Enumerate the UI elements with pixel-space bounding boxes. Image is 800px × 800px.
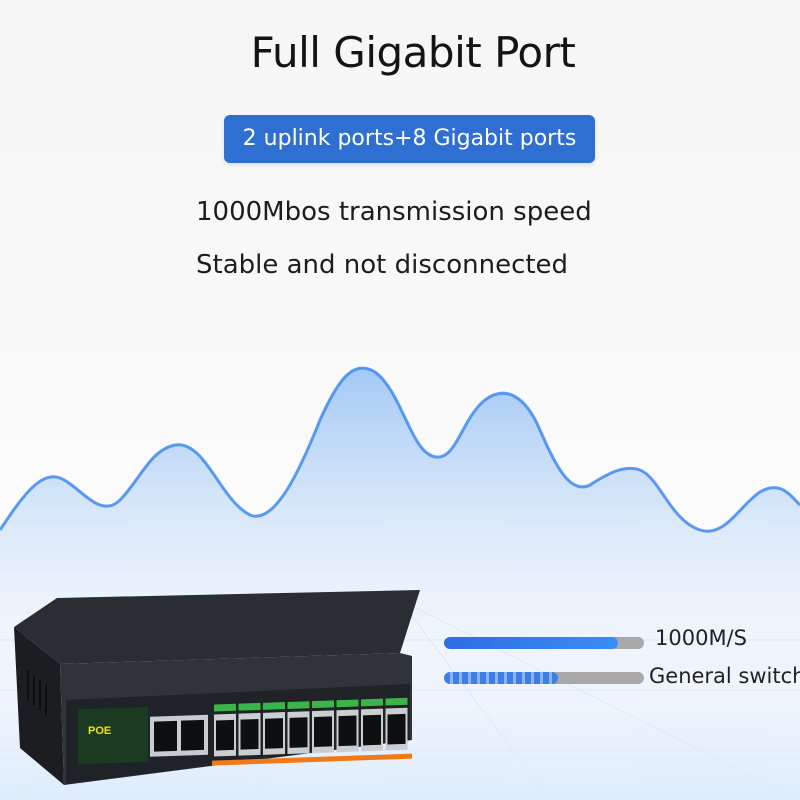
- feature-stability: Stable and not disconnected: [196, 250, 569, 280]
- wave-line: [0, 366, 800, 533]
- speed-label-general: General switch: [649, 664, 800, 688]
- speed-bar-gigabit-fill: [444, 637, 618, 649]
- speed-bar-general: [444, 672, 644, 684]
- speed-bar-general-fill: [444, 672, 558, 684]
- page-title: Full Gigabit Port: [250, 28, 576, 77]
- poe-brand-label: POE: [88, 725, 112, 737]
- speed-bar-gigabit: [444, 637, 644, 649]
- feature-speed: 1000Mbos transmission speed: [196, 197, 592, 227]
- port-summary-badge: 2 uplink ports+8 Gigabit ports: [224, 115, 595, 163]
- speed-label-gigabit: 1000M/S: [655, 626, 747, 650]
